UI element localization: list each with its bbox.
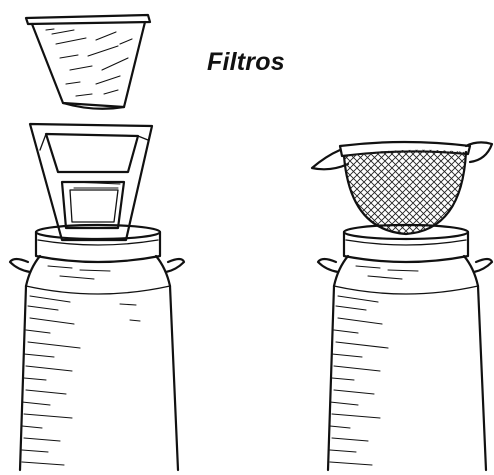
diagram-title: Filtros (207, 48, 285, 77)
funnel-filter (26, 15, 150, 109)
milk-can-left (10, 225, 184, 470)
milk-can-right (318, 225, 492, 470)
filter-frame (30, 124, 152, 240)
cloth-strainer (312, 142, 492, 234)
